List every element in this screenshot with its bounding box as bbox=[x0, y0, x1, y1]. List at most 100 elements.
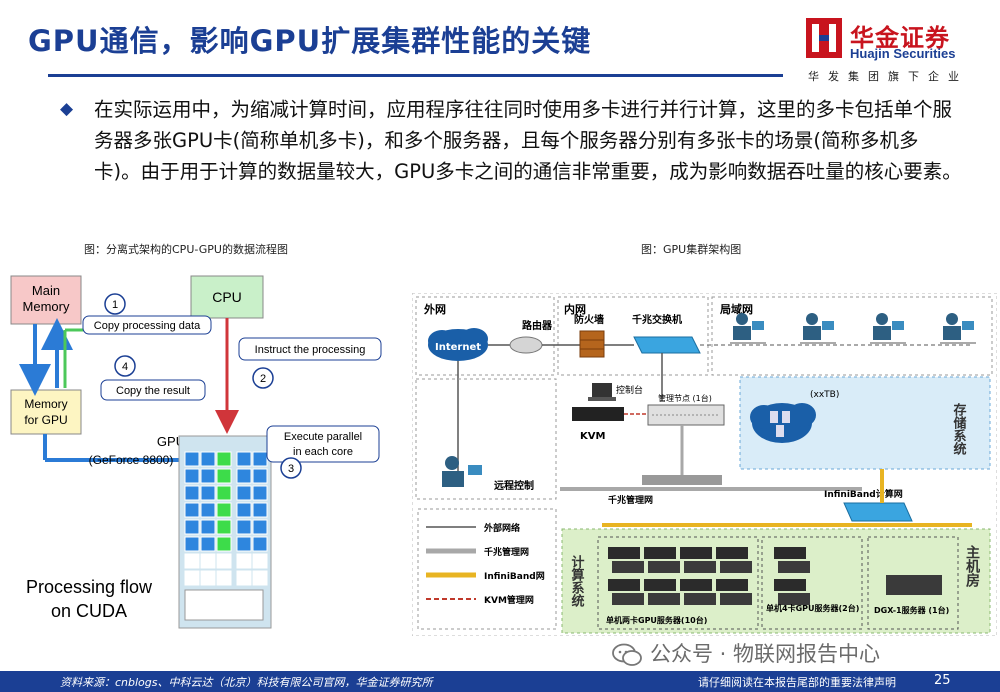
gpu-server-icon bbox=[774, 579, 806, 591]
svg-text:千兆交换机: 千兆交换机 bbox=[632, 313, 682, 326]
svg-text:Instruct the processing: Instruct the processing bbox=[255, 344, 366, 356]
footer-bar: 资料来源：cnblogs、中科云达（北京）科技有限公司官网，华金证券研究所 请仔… bbox=[0, 671, 1000, 692]
svg-text:1: 1 bbox=[112, 299, 118, 311]
remote-control-label: 远程控制 bbox=[494, 479, 534, 492]
main-memory-box: Main Memory bbox=[10, 275, 82, 325]
gpu-core bbox=[184, 451, 200, 467]
legend-label: 外部网络 bbox=[483, 522, 520, 534]
gpu-memory-box: Memory for GPU bbox=[10, 389, 82, 435]
gpu-core bbox=[184, 553, 200, 569]
wechat-watermark: 公众号 · 物联网报告中心 bbox=[612, 638, 880, 668]
svg-text:控制台: 控制台 bbox=[616, 384, 643, 396]
gpu-server-icon bbox=[720, 593, 752, 605]
gpu-core bbox=[184, 468, 200, 484]
gpu-label: GPU bbox=[157, 434, 185, 449]
logo-subtitle: 华发集团旗下企业 bbox=[808, 70, 968, 83]
gpu-core bbox=[184, 485, 200, 501]
gpu-core bbox=[236, 502, 252, 518]
gpu-core bbox=[216, 485, 232, 501]
gpu-server-icon bbox=[716, 579, 748, 591]
svg-text:2: 2 bbox=[260, 373, 266, 385]
svg-text:Copy processing data: Copy processing data bbox=[94, 320, 201, 332]
zone-lan: 局域网 bbox=[711, 296, 993, 376]
huajin-logo-icon bbox=[806, 18, 842, 58]
svg-text:Execute parallel: Execute parallel bbox=[284, 431, 362, 443]
gpu-core bbox=[200, 451, 216, 467]
gpu-server-icon bbox=[648, 593, 680, 605]
gpu-core bbox=[252, 553, 268, 569]
cuda-flow-diagram: Main Memory CPU Memory for GPU GPU (GeFo… bbox=[5, 268, 402, 648]
gpu-server-stack bbox=[608, 547, 810, 605]
gpu-core bbox=[216, 570, 232, 586]
legend-item: 千兆管理网 bbox=[426, 546, 529, 558]
wechat-icon bbox=[612, 643, 642, 666]
gpu-core bbox=[216, 468, 232, 484]
svg-text:单机4卡GPU服务器(2台): 单机4卡GPU服务器(2台) bbox=[766, 603, 859, 613]
page-number: 25 bbox=[934, 673, 951, 688]
gpu-core bbox=[252, 570, 268, 586]
legend-label: InfiniBand网 bbox=[484, 571, 545, 582]
svg-text:防火墙: 防火墙 bbox=[574, 313, 604, 326]
gpu-core bbox=[252, 519, 268, 535]
gpu-core bbox=[236, 485, 252, 501]
footer-legal-notice: 请仔细阅读在本报告尾部的重要法律声明 bbox=[698, 676, 896, 689]
console-icon: 控制台 bbox=[588, 383, 643, 401]
svg-text:(xxTB): (xxTB) bbox=[810, 390, 839, 400]
firewall-icon: 防火墙 bbox=[574, 313, 605, 358]
gpu-memory-label-2: for GPU bbox=[24, 413, 67, 427]
gpu-model-label: (GeForce 8800) bbox=[89, 453, 174, 467]
mgmt-node-icon: 管理节点 (1台) bbox=[647, 393, 725, 426]
gpu-shared-memory bbox=[184, 589, 264, 621]
storage-zone: (xxTB) 存储系统 bbox=[739, 376, 991, 470]
lan-users bbox=[730, 313, 976, 344]
logo-name-en: Huajin Securities bbox=[850, 46, 956, 61]
gpu-core bbox=[184, 536, 200, 552]
gpu-server-icon bbox=[774, 547, 806, 559]
lan-user-icon bbox=[940, 313, 976, 344]
diamond-bullet-icon: ◆ bbox=[60, 99, 74, 119]
gpu-cluster-diagram: 外网 内网 局域网 Internet 路由器 防火墙 bbox=[411, 292, 998, 637]
svg-text:外网: 外网 bbox=[423, 302, 446, 316]
watermark-text: 公众号 · 物联网报告中心 bbox=[650, 642, 881, 666]
gpu-core bbox=[200, 570, 216, 586]
svg-text:单机两卡GPU服务器(10台): 单机两卡GPU服务器(10台) bbox=[606, 615, 707, 625]
gpu-server-icon bbox=[608, 547, 640, 559]
page-title: GPU通信，影响GPU扩展集群性能的关键 bbox=[28, 24, 592, 58]
right-figure-caption: 图：GPU集群架构图 bbox=[641, 243, 742, 256]
svg-text:存储系统: 存储系统 bbox=[951, 402, 968, 456]
title-underline bbox=[48, 74, 783, 77]
gpu-server-icon bbox=[684, 593, 716, 605]
lan-user-icon bbox=[800, 313, 836, 344]
step-1-callout: 1 Copy processing data bbox=[82, 293, 212, 335]
gpu-server-icon bbox=[612, 561, 644, 573]
logo-name-cn: 华金证券 bbox=[850, 24, 950, 52]
svg-text:管理节点 (1台): 管理节点 (1台) bbox=[658, 393, 712, 403]
gpu-core bbox=[184, 519, 200, 535]
cpu-box: CPU bbox=[190, 275, 264, 319]
gpu-server-icon bbox=[648, 561, 680, 573]
gpu-core bbox=[200, 485, 216, 501]
gpu-server-icon bbox=[644, 547, 676, 559]
gpu-core bbox=[200, 536, 216, 552]
svg-text:主机房: 主机房 bbox=[964, 544, 980, 588]
flow-title-line1: Processing flow bbox=[26, 577, 153, 597]
zone-internal: 内网 bbox=[557, 296, 709, 376]
gpu-server-icon bbox=[720, 561, 752, 573]
svg-text:4: 4 bbox=[122, 361, 128, 373]
kvm-icon: KVM bbox=[572, 407, 624, 442]
gpu-core bbox=[236, 536, 252, 552]
gpu-core bbox=[252, 536, 268, 552]
gpu-core bbox=[200, 468, 216, 484]
legend-label: 千兆管理网 bbox=[484, 546, 529, 558]
gpu-core bbox=[236, 553, 252, 569]
svg-text:Copy the result: Copy the result bbox=[116, 385, 190, 397]
lan-user-icon bbox=[870, 313, 906, 344]
svg-text:3: 3 bbox=[288, 463, 294, 475]
main-memory-label-1: Main bbox=[32, 283, 60, 298]
step-2-callout: Instruct the processing 2 bbox=[238, 337, 382, 389]
svg-text:计算系统: 计算系统 bbox=[569, 554, 585, 608]
cpu-label: CPU bbox=[212, 289, 242, 305]
router-icon: 路由器 bbox=[509, 319, 553, 354]
gpu-memory-label-1: Memory bbox=[24, 397, 67, 411]
svg-text:路由器: 路由器 bbox=[522, 319, 553, 332]
